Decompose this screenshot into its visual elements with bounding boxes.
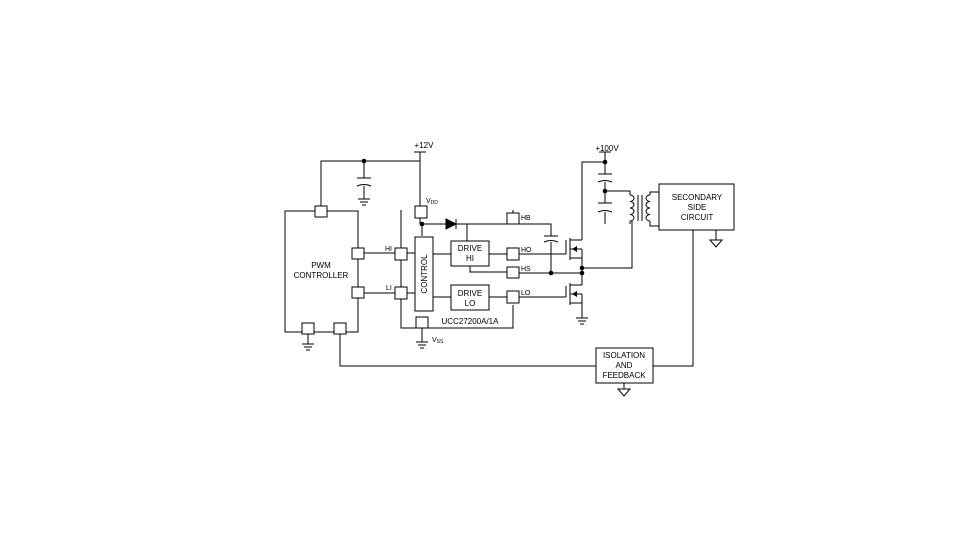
pwm-vcc-pin xyxy=(314,205,328,218)
pwm-controller-label-line1: PWM xyxy=(311,261,331,270)
supply-100v-label: +100V xyxy=(595,144,619,153)
pwm-out-hi-pin xyxy=(351,247,365,260)
vdd-pin-label: VDD xyxy=(426,198,438,206)
drive-lo-label-line1: DRIVE xyxy=(458,289,482,298)
supply-100v: +100V xyxy=(595,144,619,153)
ground-symbol xyxy=(358,198,370,206)
driver-ic: VDD HI LI CONTROL DRIVE HI DRIVE LO HB H… xyxy=(385,198,532,345)
control-block xyxy=(414,236,434,312)
drive-lo-label-line2: LO xyxy=(465,299,476,308)
hb-pin xyxy=(506,212,520,225)
hi-pin-label: HI xyxy=(385,246,392,253)
drive-lo-block xyxy=(450,284,490,311)
ground-symbol xyxy=(576,317,588,325)
lo-pin xyxy=(506,290,520,304)
supply-12v-label: +12V xyxy=(415,141,435,150)
ic-part-number: UCC27200A/1A xyxy=(442,317,500,326)
high-side-mosfet xyxy=(565,237,583,260)
drive-hi-label-line2: HI xyxy=(466,254,474,263)
control-block-label: CONTROL xyxy=(420,254,429,294)
pwm-out-li-pin xyxy=(351,286,365,299)
ho-pin xyxy=(506,247,520,261)
vdd-pin xyxy=(414,205,428,219)
secondary-label-line2: SIDE xyxy=(688,203,707,212)
transformer xyxy=(629,194,651,222)
li-pin xyxy=(394,286,408,300)
pwm-feedback-pin xyxy=(333,322,347,335)
supply-12v: +12V xyxy=(414,141,435,153)
isolation-label-line3: FEEDBACK xyxy=(602,371,646,380)
hs-pin-label: HS xyxy=(521,266,531,273)
capacitor-100v-bottom xyxy=(597,202,613,213)
secondary-label-line1: SECONDARY xyxy=(672,193,723,202)
secondary-label-line3: CIRCUIT xyxy=(681,213,714,222)
pwm-controller-label-line2: CONTROLLER xyxy=(294,271,349,280)
junction-dots xyxy=(361,158,608,276)
low-side-mosfet xyxy=(565,283,583,307)
drive-hi-label-line1: DRIVE xyxy=(458,244,482,253)
pwm-gnd-pin xyxy=(301,322,315,335)
ground-symbol xyxy=(416,341,428,349)
ground-triangle-symbol xyxy=(708,239,724,248)
ho-pin-label: HO xyxy=(521,247,532,254)
bootstrap-diode xyxy=(445,218,458,230)
hs-pin xyxy=(506,266,520,279)
capacitor-12v xyxy=(356,177,372,187)
isolation-feedback: ISOLATION AND FEEDBACK xyxy=(595,347,654,384)
pwm-controller: PWM CONTROLLER xyxy=(284,205,365,335)
wires xyxy=(307,152,717,389)
isolation-label-line2: AND xyxy=(616,361,633,370)
isolation-label-line1: ISOLATION xyxy=(603,351,645,360)
li-pin-label: LI xyxy=(386,285,392,292)
hb-pin-label: HB xyxy=(521,215,531,222)
vss-pin-label: VSS xyxy=(432,337,444,345)
secondary-side-circuit: SECONDARY SIDE CIRCUIT xyxy=(658,183,735,231)
capacitor-100v-top xyxy=(597,173,613,183)
vss-pin xyxy=(415,316,429,329)
bootstrap-capacitor xyxy=(543,235,559,243)
ground-symbol xyxy=(302,343,314,351)
hi-pin xyxy=(394,247,408,261)
lo-pin-label: LO xyxy=(521,290,531,297)
ground-triangle-symbol xyxy=(616,388,632,397)
drive-hi-block xyxy=(450,240,490,267)
